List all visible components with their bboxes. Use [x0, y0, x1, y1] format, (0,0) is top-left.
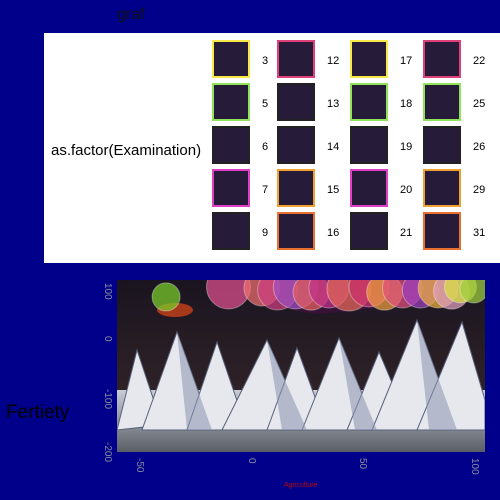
data-point [151, 282, 181, 312]
legend-key [423, 169, 461, 207]
legend-key [423, 126, 461, 164]
legend-label: 17 [400, 55, 413, 67]
x-tick-label: 0 [245, 458, 257, 464]
legend-key [277, 40, 315, 78]
legend-label: 7 [262, 184, 269, 196]
legend-key [350, 169, 388, 207]
legend-label: 15 [327, 184, 340, 196]
legend-key [212, 212, 250, 250]
legend-label: 26 [473, 141, 486, 153]
legend-key [277, 126, 315, 164]
plot-title: graf [117, 6, 145, 23]
x-tick-label: -50 [134, 458, 146, 473]
legend-key [277, 83, 315, 121]
legend-label: 14 [327, 141, 340, 153]
legend-key [277, 169, 315, 207]
legend-key [212, 83, 250, 121]
y-tick-label: -100 [102, 389, 113, 410]
legend-label: 19 [400, 141, 413, 153]
legend-label: 12 [327, 55, 340, 67]
legend-key [350, 212, 388, 250]
legend-label: 5 [262, 98, 269, 110]
legend-key [212, 169, 250, 207]
legend-key [212, 126, 250, 164]
mountain-shadows [177, 320, 457, 430]
legend-label: 3 [262, 55, 269, 67]
plot-panel [117, 280, 485, 452]
legend: as.factor(Examination) 3 5 6 7 9 12 13 14 15 16 17… [44, 33, 500, 263]
legend-key [423, 40, 461, 78]
legend-label: 18 [400, 98, 413, 110]
legend-key [277, 212, 315, 250]
legend-key [350, 40, 388, 78]
x-tick-label: 50 [357, 458, 369, 470]
x-tick-label: 100 [468, 458, 480, 475]
legend-label: 29 [473, 184, 486, 196]
legend-key [423, 212, 461, 250]
y-axis-label: Fertiety [6, 402, 70, 423]
data-point [459, 280, 485, 304]
legend-label: 22 [473, 55, 486, 67]
legend-label: 6 [262, 141, 269, 153]
legend-label: 21 [400, 227, 413, 239]
y-tick-label: -200 [102, 442, 113, 463]
legend-key [423, 83, 461, 121]
legend-label: 20 [400, 184, 413, 196]
legend-label: 31 [473, 227, 486, 239]
legend-key [350, 83, 388, 121]
legend-key [212, 40, 250, 78]
legend-label: 13 [327, 98, 340, 110]
y-tick-label: 100 [102, 283, 113, 300]
legend-label: 16 [327, 227, 340, 239]
y-tick-label: 0 [102, 336, 113, 342]
x-axis-label: Agriculture [284, 482, 318, 489]
legend-label: 25 [473, 98, 486, 110]
legend-title: as.factor(Examination) [51, 142, 202, 159]
legend-key [350, 126, 388, 164]
legend-label: 9 [262, 227, 269, 239]
